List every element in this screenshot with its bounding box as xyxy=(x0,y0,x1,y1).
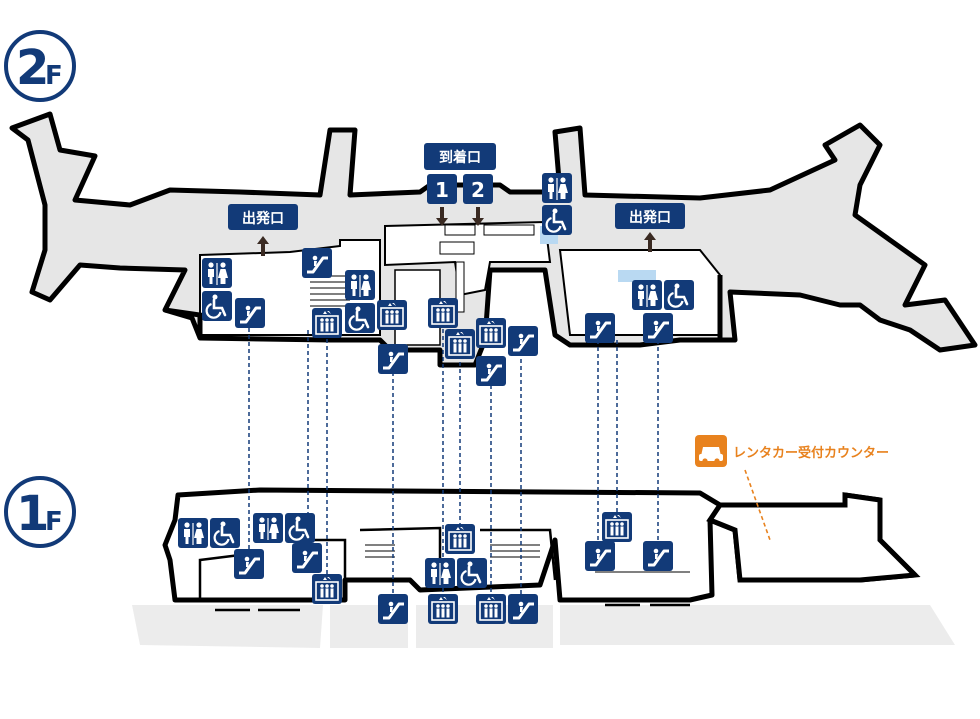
elevator-icon xyxy=(427,297,459,329)
wheelchair-icon xyxy=(343,301,377,335)
escalator-icon xyxy=(641,311,675,345)
rental-car-label: レンタカー受付カウンター xyxy=(733,445,889,461)
elevator-icon xyxy=(311,307,343,339)
departure-gate-left-label: 出発口 xyxy=(242,210,284,227)
escalator-icon xyxy=(376,342,410,376)
escalator-icon xyxy=(506,324,540,358)
rental-car-callout: レンタカー受付カウンター xyxy=(695,435,889,541)
floor-number-2: 2 xyxy=(16,40,49,96)
up-arrow-icon xyxy=(644,232,656,252)
elevator-icon xyxy=(475,317,507,349)
arrival-gate: 到着口 1 2 xyxy=(424,143,496,226)
wheelchair-icon xyxy=(455,556,489,590)
arrival-gate-2: 2 xyxy=(471,178,485,202)
elevator-icon xyxy=(475,593,507,625)
escalator-icon xyxy=(506,592,540,626)
wheelchair-icon xyxy=(208,516,242,550)
toilet-icon xyxy=(202,258,232,288)
toilet-icon xyxy=(425,558,455,588)
escalator-icon xyxy=(232,547,266,581)
floor-suffix-2: F xyxy=(45,61,63,91)
toilet-icon xyxy=(178,518,208,548)
escalator-icon xyxy=(641,539,675,573)
elevator-icon xyxy=(601,511,633,543)
escalator-icon xyxy=(583,539,617,573)
elevator-icon xyxy=(376,299,408,331)
wheelchair-icon xyxy=(200,289,234,323)
elevator-icon xyxy=(444,328,476,360)
down-arrow-icon xyxy=(436,207,448,226)
escalator-icon xyxy=(583,311,617,345)
floor-badge-2f: 2 F xyxy=(4,30,76,102)
escalator-icon xyxy=(300,246,334,280)
toilet-icon xyxy=(345,270,375,300)
escalator-icon xyxy=(474,354,508,388)
floor-number-1: 1 xyxy=(16,486,49,542)
arrival-gate-1: 1 xyxy=(435,178,449,202)
elevator-icon xyxy=(427,593,459,625)
departure-gate-right-label: 出発口 xyxy=(629,209,671,226)
wheelchair-icon xyxy=(662,278,696,312)
arrival-gate-label: 到着口 xyxy=(439,149,481,166)
toilet-icon xyxy=(542,173,572,203)
wheelchair-icon xyxy=(540,203,574,237)
elevator-icon xyxy=(444,523,476,555)
departure-gate-right: 出発口 xyxy=(615,203,685,252)
toilet-icon xyxy=(632,280,662,310)
connector-lines xyxy=(248,322,659,596)
departure-gate-left: 出発口 xyxy=(228,204,298,256)
wheelchair-icon xyxy=(283,511,317,545)
down-arrow-icon xyxy=(472,207,484,226)
toilet-icon xyxy=(253,513,283,543)
up-arrow-icon xyxy=(257,236,269,256)
escalator-icon xyxy=(233,296,267,330)
car-icon xyxy=(699,447,723,464)
escalator-icon xyxy=(376,592,410,626)
escalator-icon xyxy=(290,541,324,575)
floor-badge-1f: 1 F xyxy=(4,476,76,548)
elevator-icon xyxy=(311,573,343,605)
floor-suffix-1: F xyxy=(45,507,63,537)
